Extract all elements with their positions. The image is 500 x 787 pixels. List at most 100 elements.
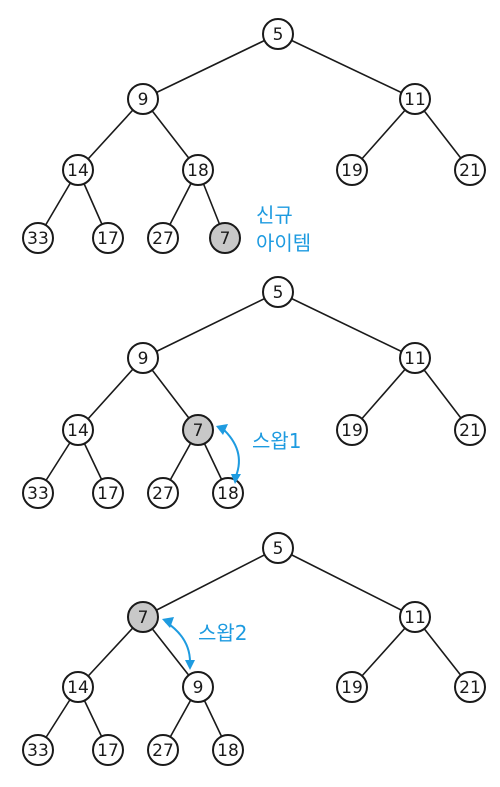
annotation-swap1: 스왑1 [252, 429, 302, 453]
node-circle [399, 601, 431, 633]
node-value: 14 [67, 421, 89, 441]
highlighted-node-circle [127, 601, 159, 633]
tree-node: 5 [262, 532, 294, 564]
node-circle [399, 342, 431, 374]
tree-stage-1: 5 9 11 14 18 19 21 33 17 27 7 [22, 18, 486, 254]
node-value: 19 [341, 421, 363, 441]
node-circle [212, 477, 244, 509]
tree-node: 5 [262, 18, 294, 50]
node-circle [62, 414, 94, 446]
node-value: 21 [459, 421, 481, 441]
node-value: 27 [152, 741, 174, 761]
tree-edge [142, 547, 279, 618]
tree-node: 11 [399, 83, 431, 115]
tree-node: 27 [147, 734, 179, 766]
node-value: 18 [217, 484, 239, 504]
node-value: 5 [273, 283, 284, 303]
node-value: 7 [220, 229, 231, 249]
node-circle [22, 734, 54, 766]
node-value: 19 [341, 678, 363, 698]
node-circle [92, 734, 124, 766]
tree-node: 18 [182, 154, 214, 186]
node-value: 17 [97, 229, 119, 249]
node-value: 5 [273, 539, 284, 559]
tree-node: 27 [147, 222, 179, 254]
node-value: 33 [27, 484, 49, 504]
tree-node: 7 [182, 414, 214, 446]
tree-node: 11 [399, 342, 431, 374]
tree-node: 5 [262, 276, 294, 308]
node-value: 11 [404, 349, 426, 369]
tree-node: 9 [127, 342, 159, 374]
node-circle [127, 83, 159, 115]
highlighted-node-circle [182, 414, 214, 446]
node-value: 33 [27, 229, 49, 249]
node-circle [454, 671, 486, 703]
annotation-new-item-line2: 아이템 [256, 231, 311, 255]
node-value: 14 [67, 678, 89, 698]
tree-node: 17 [92, 222, 124, 254]
swap1-arrow [221, 427, 240, 477]
swap2-arrowhead-bottom [185, 660, 195, 670]
node-value: 17 [97, 484, 119, 504]
node-circle [92, 477, 124, 509]
tree-node: 11 [399, 601, 431, 633]
swap1-arrowhead-bottom [231, 474, 241, 484]
tree-node: 7 [127, 601, 159, 633]
tree-node: 27 [147, 477, 179, 509]
node-value: 17 [97, 741, 119, 761]
node-value: 9 [138, 90, 149, 110]
node-value: 21 [459, 678, 481, 698]
tree-node: 17 [92, 477, 124, 509]
node-value: 5 [273, 25, 284, 45]
tree-edge [277, 547, 416, 618]
node-circle [262, 276, 294, 308]
tree-node: 9 [127, 83, 159, 115]
tree-stage-2: 5 9 11 14 7 19 21 33 17 27 18 [22, 276, 486, 509]
swap1-arrowhead-top [216, 424, 228, 435]
tree-edge [277, 291, 416, 359]
node-circle [336, 414, 368, 446]
node-value: 11 [404, 608, 426, 628]
tree-node: 21 [454, 154, 486, 186]
tree-node: 7 [209, 222, 241, 254]
node-circle [336, 154, 368, 186]
tree-node: 18 [212, 734, 244, 766]
highlighted-node-circle [209, 222, 241, 254]
tree-edge [142, 291, 279, 359]
node-value: 7 [138, 608, 149, 628]
node-circle [62, 671, 94, 703]
tree-node: 19 [336, 154, 368, 186]
node-circle [92, 222, 124, 254]
node-value: 21 [459, 161, 481, 181]
tree-node: 9 [182, 671, 214, 703]
annotation-new-item-line1: 신규 [256, 203, 293, 227]
node-value: 18 [217, 741, 239, 761]
swap2-arrowhead-top [162, 617, 174, 628]
node-circle [22, 477, 54, 509]
node-value: 11 [404, 90, 426, 110]
tree-node: 14 [62, 154, 94, 186]
node-value: 19 [341, 161, 363, 181]
node-value: 33 [27, 741, 49, 761]
tree-node: 17 [92, 734, 124, 766]
node-circle [212, 734, 244, 766]
node-circle [336, 671, 368, 703]
node-circle [182, 154, 214, 186]
tree-edge [277, 33, 416, 100]
tree-stage-3: 5 7 11 14 9 19 21 33 17 27 18 [22, 532, 486, 766]
node-circle [262, 532, 294, 564]
annotation-swap2: 스왑2 [198, 621, 248, 645]
tree-node: 21 [454, 414, 486, 446]
node-circle [22, 222, 54, 254]
tree-node: 33 [22, 734, 54, 766]
node-circle [399, 83, 431, 115]
node-circle [62, 154, 94, 186]
node-circle [182, 671, 214, 703]
tree-node: 14 [62, 671, 94, 703]
node-circle [127, 342, 159, 374]
node-value: 27 [152, 484, 174, 504]
node-circle [454, 414, 486, 446]
